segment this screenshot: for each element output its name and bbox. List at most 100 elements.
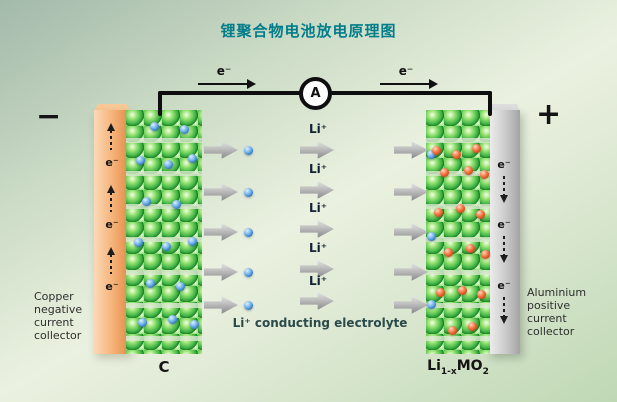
migration-arrow bbox=[300, 220, 334, 238]
electron-label: e⁻ bbox=[497, 279, 511, 292]
metal-ion-dot bbox=[456, 204, 465, 213]
cathode-label-subscript: 1-x bbox=[440, 366, 457, 377]
copper-collector-line: negative bbox=[34, 303, 83, 316]
electron-flow-arrow-right bbox=[380, 79, 438, 89]
electron-label: e⁻ bbox=[497, 218, 511, 231]
circuit-wire-left-stub bbox=[158, 91, 162, 116]
li-ion-dot bbox=[244, 146, 253, 155]
metal-ion-dot bbox=[458, 286, 467, 295]
cathode-label: Li1-xMO2 bbox=[396, 358, 520, 377]
metal-ion-dot bbox=[481, 250, 490, 259]
circuit-wire-right-stub bbox=[488, 91, 492, 116]
copper-collector-line: Copper bbox=[34, 290, 74, 303]
li-ion-dot bbox=[168, 315, 177, 324]
migration-arrow bbox=[300, 292, 334, 310]
cathode-label-part: MO bbox=[456, 358, 483, 374]
migration-arrow bbox=[204, 296, 238, 314]
metal-ion-dot bbox=[468, 322, 477, 331]
aluminium-collector-line: Aluminium bbox=[527, 286, 587, 299]
metal-ion-dot bbox=[444, 248, 453, 257]
electron-flow-label-left: e⁻ bbox=[216, 64, 232, 78]
li-ion-dot bbox=[164, 160, 173, 169]
metal-ion-dot bbox=[440, 168, 449, 177]
copper-collector-top-face bbox=[94, 104, 130, 111]
ammeter: A bbox=[299, 77, 332, 110]
metal-ion-dot bbox=[432, 146, 441, 155]
li-ion-dot bbox=[134, 238, 143, 247]
electron-up-arrow bbox=[106, 123, 115, 150]
li-ion-dot bbox=[188, 154, 197, 163]
li-ion-dot bbox=[142, 197, 151, 206]
diagram-title: 锂聚合物电池放电原理图 bbox=[220, 22, 397, 40]
metal-ion-dot bbox=[476, 210, 485, 219]
negative-terminal-sign: − bbox=[36, 99, 62, 134]
copper-collector-line: collector bbox=[34, 329, 82, 342]
li-ion-dot bbox=[427, 150, 436, 159]
electron-label: e⁻ bbox=[497, 158, 511, 171]
aluminium-collector-top-face bbox=[488, 104, 520, 111]
migration-arrow bbox=[204, 183, 238, 201]
metal-ion-dot bbox=[472, 144, 481, 153]
li-ion-dot bbox=[138, 318, 147, 327]
migration-arrow bbox=[300, 181, 334, 199]
migration-arrow bbox=[394, 183, 428, 201]
metal-ion-dot bbox=[452, 150, 461, 159]
li-ion-dot bbox=[244, 268, 253, 277]
ammeter-label: A bbox=[310, 86, 321, 101]
electron-label: e⁻ bbox=[105, 156, 119, 169]
electrolyte-label: Li⁺ conducting electrolyte bbox=[232, 316, 408, 330]
aluminium-collector-label: Aluminium positive current collector bbox=[527, 286, 586, 338]
metal-ion-dot bbox=[464, 166, 473, 175]
migration-arrow bbox=[394, 296, 428, 314]
li-ion-label: Li⁺ bbox=[308, 162, 328, 176]
anode-label: C bbox=[158, 358, 170, 376]
copper-current-collector bbox=[94, 110, 130, 354]
li-ion-dot bbox=[188, 237, 197, 246]
electron-down-arrow bbox=[499, 176, 508, 203]
cathode-label-subscript: 2 bbox=[482, 366, 489, 377]
li-ion-label: Li⁺ bbox=[308, 241, 328, 255]
li-ion-dot bbox=[427, 232, 436, 241]
electron-up-arrow bbox=[106, 247, 115, 274]
graphite-anode-electrode bbox=[126, 110, 202, 354]
li-ion-dot bbox=[190, 320, 199, 329]
migration-arrow bbox=[204, 263, 238, 281]
li-ion-dot bbox=[427, 300, 436, 309]
migration-arrow bbox=[394, 263, 428, 281]
metal-ion-dot bbox=[480, 170, 489, 179]
migration-arrow bbox=[300, 141, 334, 159]
li-ion-dot bbox=[150, 122, 159, 131]
electron-down-arrow bbox=[499, 297, 508, 324]
cathode-label-part: Li bbox=[427, 358, 441, 374]
metal-ion-dot bbox=[436, 288, 445, 297]
li-ion-label: Li⁺ bbox=[308, 274, 328, 288]
li-ion-dot bbox=[136, 156, 145, 165]
metal-ion-dot bbox=[448, 326, 457, 335]
li-ion-dot bbox=[146, 279, 155, 288]
electron-flow-label-right: e⁻ bbox=[398, 64, 414, 78]
li-ion-dot bbox=[244, 301, 253, 310]
copper-collector-line: current bbox=[34, 316, 74, 329]
copper-collector-label: Copper negative current collector bbox=[34, 290, 82, 342]
migration-arrow bbox=[394, 141, 428, 159]
electron-up-arrow bbox=[106, 185, 115, 212]
metal-ion-dot bbox=[434, 208, 443, 217]
li-ion-label: Li⁺ bbox=[308, 122, 328, 136]
migration-arrow bbox=[204, 223, 238, 241]
li-ion-label: Li⁺ bbox=[308, 201, 328, 215]
metal-ion-dot bbox=[466, 244, 475, 253]
aluminium-collector-line: positive bbox=[527, 299, 571, 312]
li-ion-dot bbox=[180, 125, 189, 134]
electron-label: e⁻ bbox=[105, 218, 119, 231]
electron-down-arrow bbox=[499, 236, 508, 263]
aluminium-collector-line: collector bbox=[527, 325, 575, 338]
metal-ion-dot bbox=[477, 290, 486, 299]
migration-arrow bbox=[394, 223, 428, 241]
li-ion-dot bbox=[244, 228, 253, 237]
migration-arrow bbox=[204, 141, 238, 159]
li-ion-dot bbox=[162, 242, 171, 251]
aluminium-collector-line: current bbox=[527, 312, 567, 325]
electron-label: e⁻ bbox=[105, 280, 119, 293]
electron-flow-arrow-left bbox=[198, 79, 256, 89]
